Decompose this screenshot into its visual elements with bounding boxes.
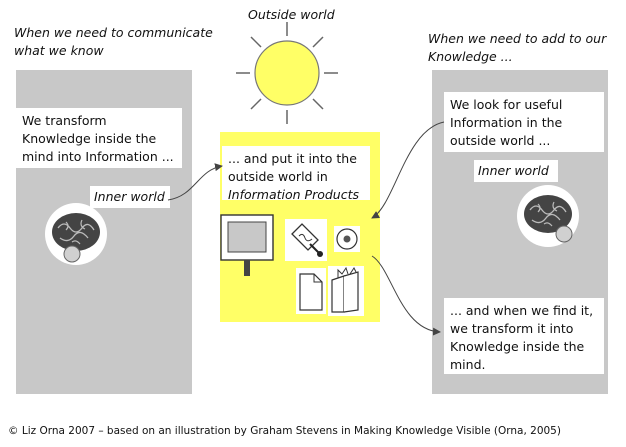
right-info-box-bottom: ... and when we find it, we transform it… [444, 298, 604, 374]
arrow-inner-to-products [167, 163, 223, 201]
right-heading: When we need to add to our Knowledge ... [428, 31, 607, 64]
book-icon [328, 266, 364, 316]
left-info-box: We transform Knowledge inside the mind i… [16, 108, 182, 168]
outside-world-label: Outside world [248, 7, 335, 22]
arrow-products-to-mind [371, 255, 441, 336]
brain-icon [45, 203, 107, 265]
cd-icon [334, 226, 360, 252]
footer-credit: © Liz Orna 2007 – based on an illustrati… [8, 425, 561, 437]
right-info-box-top: We look for useful Information in the ou… [444, 92, 604, 152]
monitor-icon [220, 214, 274, 276]
arrow-search-to-products [371, 121, 445, 219]
document-icon [296, 268, 326, 314]
inner-world-left-label: Inner world [90, 186, 170, 208]
inner-world-right-label: Inner world [474, 160, 558, 182]
left-heading: When we need to communicate what we know [14, 25, 213, 58]
center-text-line1: ... and put it into the outside world in [228, 151, 357, 184]
brain-icon [517, 185, 579, 247]
center-text-box: ... and put it into the outside world in… [222, 146, 370, 202]
center-text-line2: Information Products [228, 187, 360, 202]
sun-icon [236, 22, 338, 124]
pen-document-icon [285, 219, 327, 261]
